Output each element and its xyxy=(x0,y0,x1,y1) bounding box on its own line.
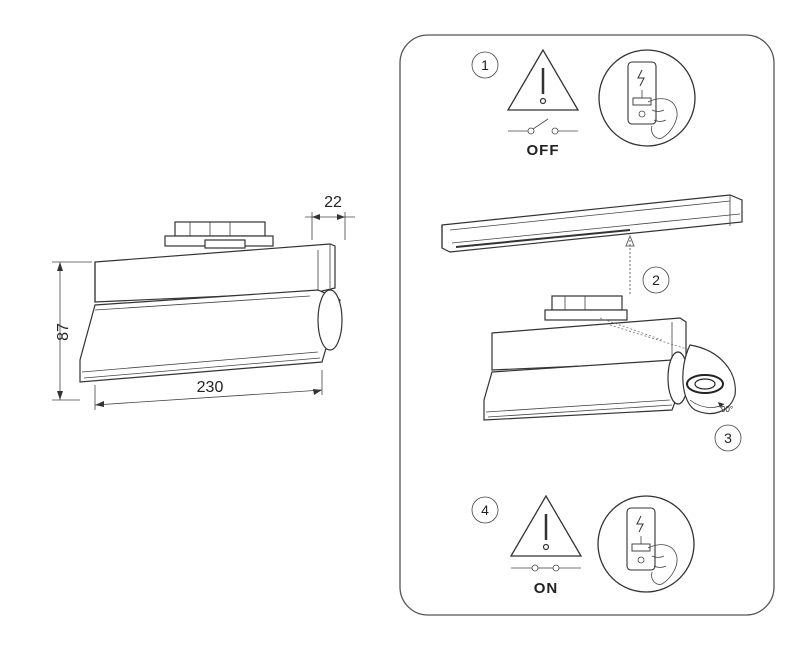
step-1-number: 1 xyxy=(481,57,489,73)
warning-triangle-icon xyxy=(506,48,580,111)
height-dimension xyxy=(52,261,92,401)
step-2-marker xyxy=(642,266,670,294)
installed-fixture xyxy=(483,295,689,421)
off-label: OFF xyxy=(527,142,560,159)
step-1: 1 OFF xyxy=(471,48,696,159)
detail-leader xyxy=(599,317,691,351)
step-2: 2 xyxy=(441,194,743,295)
switch-off-symbol xyxy=(508,118,578,135)
rotation-angle-label: 90° xyxy=(721,405,733,414)
warning-triangle-icon xyxy=(509,494,583,557)
dimension-drawing: 22 87 230 xyxy=(52,194,355,410)
step-3-number: 3 xyxy=(724,430,732,446)
rotation-detail xyxy=(682,344,736,415)
switch-panel-icon xyxy=(597,495,695,593)
depth-dimension xyxy=(305,212,355,240)
step-1-marker xyxy=(471,51,499,79)
hand-press-icon xyxy=(647,544,678,585)
instruction-panel xyxy=(399,34,775,616)
fixture-housing xyxy=(94,243,336,303)
switch-on-symbol xyxy=(511,564,581,572)
step-2-number: 2 xyxy=(652,272,660,288)
step-3-marker xyxy=(714,424,742,452)
light-head xyxy=(79,289,343,383)
step-4-number: 4 xyxy=(481,502,489,518)
on-label: ON xyxy=(534,580,559,597)
step-3: 90° 3 xyxy=(483,295,742,452)
mounting-track xyxy=(441,194,743,253)
height-value: 87 xyxy=(55,323,72,341)
track-adapter xyxy=(164,221,274,249)
step-4: 4 ON xyxy=(471,494,695,597)
width-value: 230 xyxy=(197,379,224,396)
step-4-marker xyxy=(471,496,499,524)
switch-panel-icon xyxy=(598,49,696,147)
depth-value: 22 xyxy=(324,194,342,211)
width-dimension xyxy=(94,370,323,410)
arrow-up-icon xyxy=(625,234,635,295)
hand-press-icon xyxy=(647,98,678,139)
